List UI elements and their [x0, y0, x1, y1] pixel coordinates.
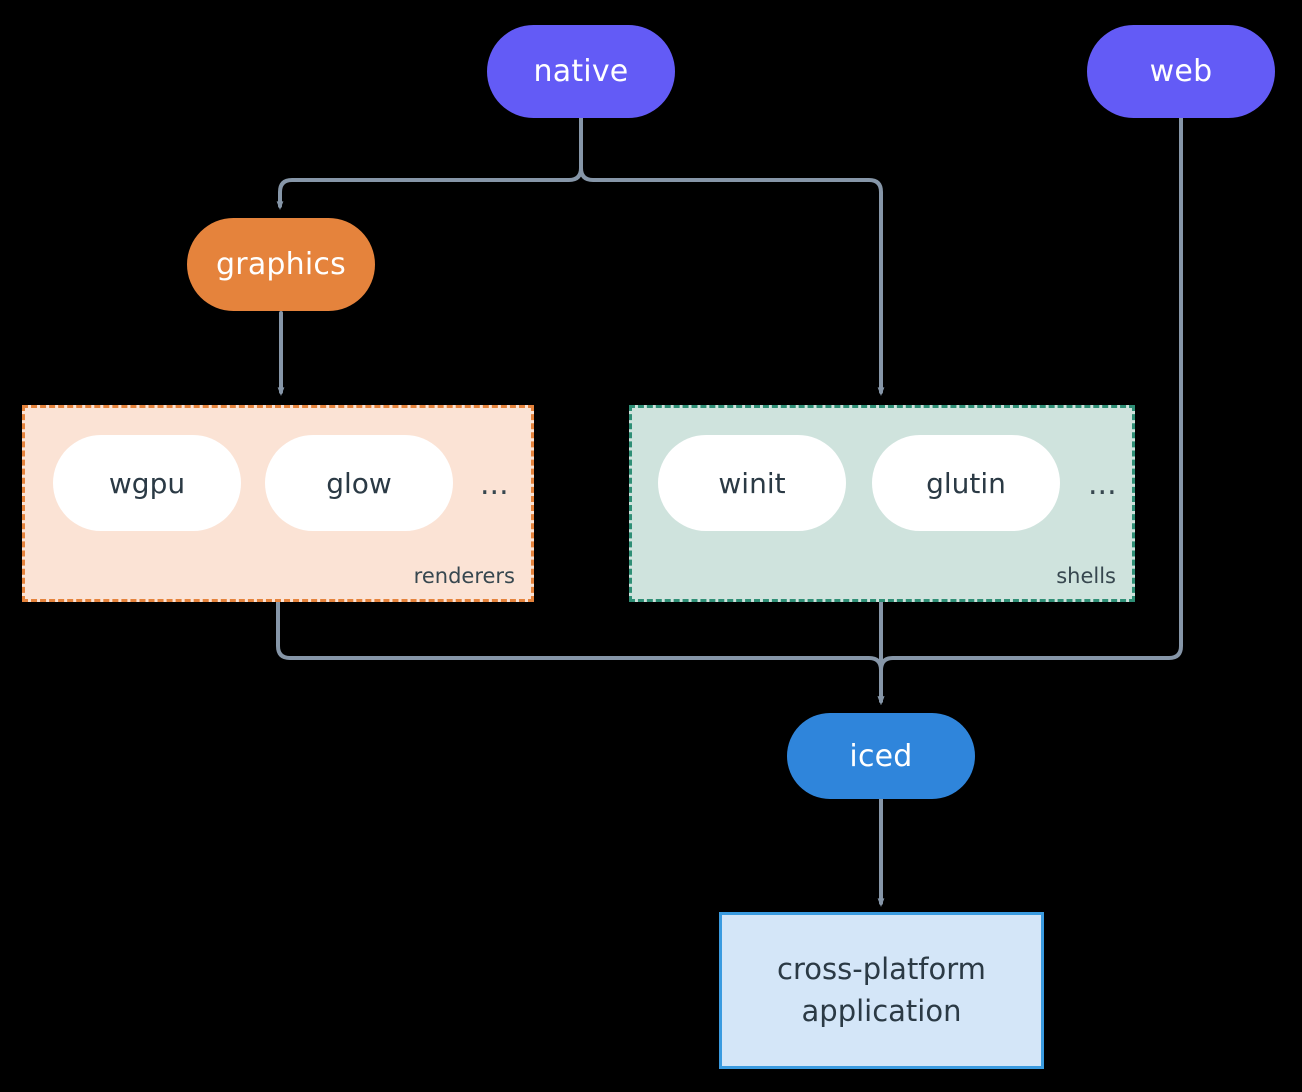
node-iced[interactable]: iced: [787, 713, 975, 799]
group-renderers: wgpu glow ... renderers: [22, 405, 534, 602]
edge-renderers-to-iced: [276, 600, 885, 706]
group-item-winit[interactable]: winit: [658, 435, 846, 531]
node-graphics[interactable]: graphics: [187, 218, 375, 311]
node-application[interactable]: cross-platform application: [719, 912, 1044, 1069]
edge-native-to-graphics: [276, 116, 583, 211]
node-application-line1: cross-platform: [777, 952, 986, 987]
node-native[interactable]: native: [487, 25, 675, 118]
group-renderers-label: renderers: [413, 564, 515, 588]
node-native-label: native: [533, 54, 629, 89]
node-web-label: web: [1149, 54, 1213, 89]
group-item-glow-label: glow: [326, 466, 392, 500]
group-item-wgpu[interactable]: wgpu: [53, 435, 241, 531]
group-shells: winit glutin ... shells: [629, 405, 1135, 602]
node-iced-label: iced: [849, 738, 913, 774]
edge-native-to-shells: [579, 116, 885, 397]
group-shells-ellipsis: ...: [1088, 467, 1117, 502]
group-item-winit-label: winit: [718, 466, 786, 500]
group-item-glutin[interactable]: glutin: [872, 435, 1060, 531]
node-graphics-label: graphics: [216, 247, 346, 282]
node-application-line2: application: [801, 993, 962, 1028]
group-item-wgpu-label: wgpu: [108, 466, 186, 500]
group-shells-label: shells: [1056, 564, 1116, 588]
group-renderers-ellipsis: ...: [480, 467, 509, 502]
group-item-glutin-label: glutin: [926, 466, 1006, 500]
node-web[interactable]: web: [1087, 25, 1275, 118]
group-item-glow[interactable]: glow: [265, 435, 453, 531]
